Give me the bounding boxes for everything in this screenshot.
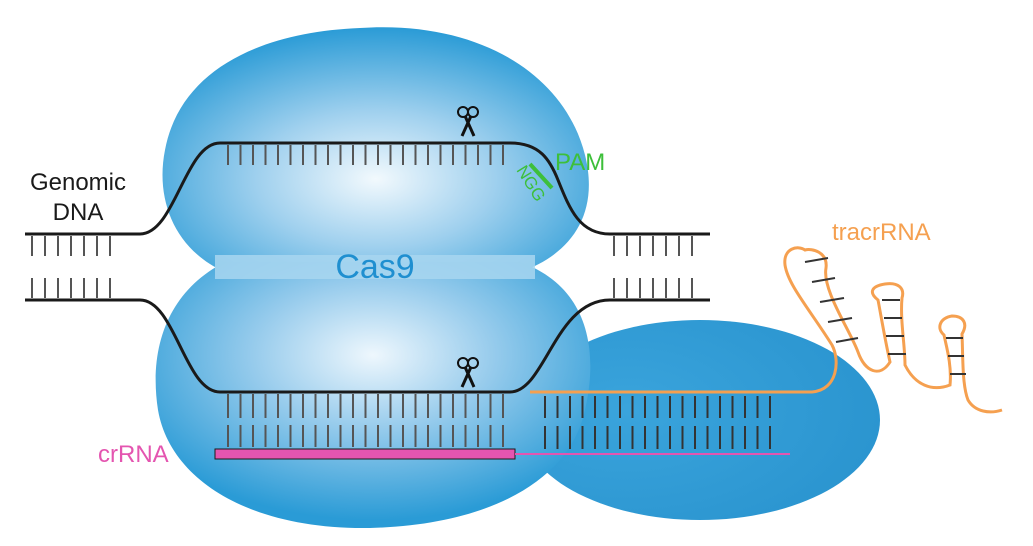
dna-bottom-strand [25,298,710,394]
scissors-icon [457,106,479,137]
genomic-dna-label-line2: DNA [53,199,104,226]
crrna-label: crRNA [98,441,169,468]
stem-pair [827,317,853,323]
genomic-dna-label-line1: Genomic [30,169,126,196]
stem-pair [835,337,859,343]
pam-label: PAM [555,149,605,176]
tracrrna-strand [530,246,1003,414]
cas9-top-lobe [162,27,589,273]
tracrrna [530,246,1003,414]
tracrrna-stem-pairs [804,257,966,375]
genomic-dna [25,141,710,394]
crrna [214,448,790,460]
stem-pair [804,257,829,263]
tracrrna-label: tracrRNA [832,219,931,246]
cas9-label: Cas9 [335,248,414,286]
cas9-right-lobe [520,320,880,520]
dna-top-strand [25,141,710,236]
cas9-bottom-lobe [155,262,591,529]
scissors-icon [457,357,479,388]
crrna-bar [214,448,516,460]
stem-pair [819,297,845,303]
dna-base-pairs [31,145,771,449]
stem-pair [811,277,836,283]
cas9-protein [155,27,880,529]
